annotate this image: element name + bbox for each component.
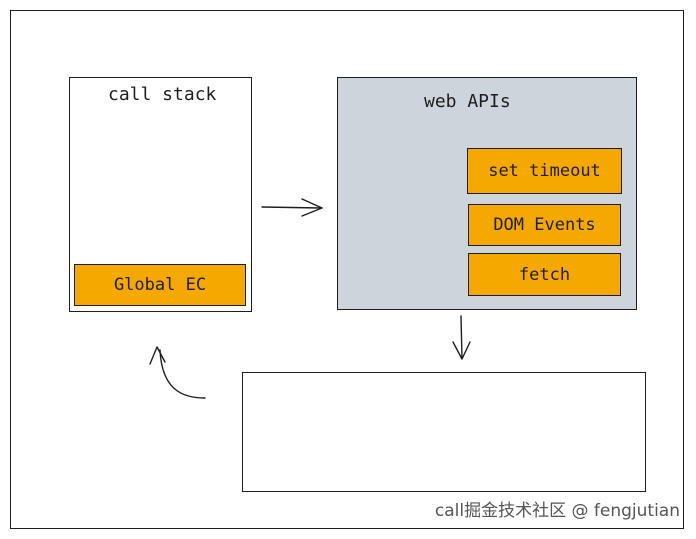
watermark-text: call掘金技术社区 @ fengjutian bbox=[434, 501, 680, 521]
arrow-webapis-to-queue bbox=[452, 315, 471, 360]
global-ec-chip: Global EC bbox=[74, 264, 246, 306]
fetch-chip: fetch bbox=[468, 253, 621, 296]
arrow-queue-to-callstack bbox=[149, 346, 206, 399]
arrow-callstack-to-webapis bbox=[261, 198, 323, 217]
set-timeout-chip: set timeout bbox=[467, 148, 622, 194]
dom-events-chip: DOM Events bbox=[468, 204, 621, 246]
queue-box bbox=[242, 372, 646, 492]
web-apis-title: web APIs bbox=[424, 91, 511, 112]
call-stack-title: call stack bbox=[108, 84, 217, 105]
